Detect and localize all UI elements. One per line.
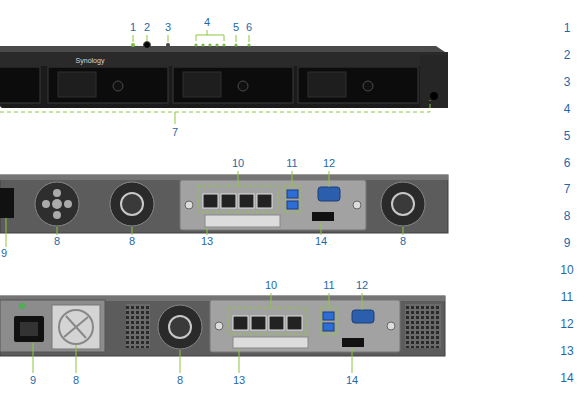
usb-ports (287, 190, 298, 209)
index-number: 9 (564, 237, 571, 249)
index-number: 12 (560, 318, 573, 330)
callout-number: 9 (1, 248, 7, 259)
bay-handles (58, 72, 346, 97)
power-socket (14, 316, 44, 342)
esata-port (342, 338, 364, 347)
power-socket (0, 188, 14, 218)
io-panel (210, 300, 400, 352)
front-band (0, 52, 448, 66)
expansion-slot (205, 215, 280, 227)
brand-text: Synology (76, 57, 105, 64)
callout-number: 4 (204, 17, 210, 28)
callout-number: 1 (130, 22, 136, 33)
index-number: 2 (564, 49, 571, 61)
index-number: 7 (564, 183, 571, 195)
lan-ports (233, 316, 302, 330)
rack-ear (420, 55, 448, 108)
bay-locks (113, 81, 373, 91)
index-number: 6 (564, 157, 571, 169)
callout-number: 5 (233, 22, 239, 33)
callout-number: 7 (172, 127, 178, 138)
callout-number: 9 (30, 375, 36, 386)
psu-fan-blades (59, 310, 93, 344)
callout-number: 8 (73, 375, 79, 386)
leader-lines-rear1 (6, 171, 403, 247)
rear-bevel (0, 175, 448, 180)
index-number: 13 (560, 345, 573, 357)
callout-number: 11 (286, 158, 297, 169)
front-leds (131, 42, 251, 49)
callout-number: 10 (265, 280, 277, 291)
index-number: 11 (561, 291, 573, 303)
callout-number: 13 (233, 375, 245, 386)
callout-number: 8 (54, 236, 60, 247)
psu-led (19, 303, 25, 309)
leader-lines-rear2 (33, 293, 362, 373)
callout-number: 13 (201, 236, 213, 247)
index-number: 8 (564, 210, 571, 222)
vent (405, 304, 441, 348)
index-number: 3 (564, 76, 571, 88)
console-port (318, 187, 340, 201)
io-panel (180, 180, 366, 230)
rear-chassis (0, 175, 448, 233)
callout-number: 2 (144, 22, 150, 33)
index-number: 5 (564, 130, 571, 142)
psu-fan (52, 305, 100, 349)
system-fan (35, 182, 79, 226)
callout-number: 11 (323, 280, 334, 291)
fan-hub (169, 316, 191, 338)
callout-number: 14 (346, 375, 358, 386)
callout-number: 8 (129, 236, 135, 247)
index-number: 4 (564, 103, 571, 115)
expansion-slot (233, 337, 308, 348)
psu-module (0, 300, 105, 352)
callout-number: 12 (323, 158, 335, 169)
console-port (352, 310, 374, 323)
vent (126, 304, 150, 348)
power-socket-inner (20, 322, 38, 336)
drive-bays (0, 67, 418, 103)
usb-ports (323, 312, 334, 331)
callout-number: 8 (177, 375, 183, 386)
callout-number: 12 (356, 280, 368, 291)
ear-hole (430, 92, 438, 100)
index-number: 14 (560, 372, 573, 384)
index-number: 10 (560, 264, 573, 276)
leader-lines-front (0, 30, 430, 124)
lan-ports (203, 194, 272, 208)
callout-number: 3 (165, 22, 171, 33)
fan (158, 305, 202, 349)
front-panel (0, 52, 448, 108)
rear-chassis (0, 296, 445, 356)
index-number: 1 (564, 22, 571, 34)
callout-number: 14 (315, 236, 327, 247)
esata-port (312, 212, 334, 221)
callout-number: 6 (246, 22, 252, 33)
callout-number: 10 (232, 158, 244, 169)
callout-number: 8 (400, 236, 406, 247)
